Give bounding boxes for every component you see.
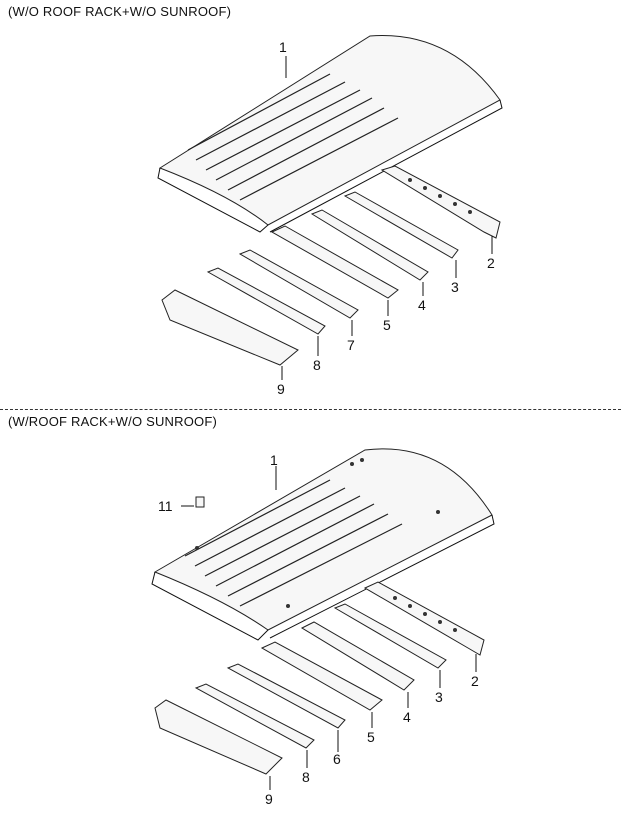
roof-bow-8-bottom <box>194 683 315 749</box>
section-divider <box>0 409 621 410</box>
callout-9-top: 9 <box>277 381 285 397</box>
roof-panel-bottom <box>151 448 495 641</box>
roof-bow-6-bottom <box>226 663 346 729</box>
callout-3-bottom: 3 <box>435 689 443 705</box>
roof-bow-8-top <box>206 267 326 335</box>
roof-header-9-bottom <box>154 699 283 775</box>
callout-6-bottom: 6 <box>333 751 341 767</box>
callout-7-top: 7 <box>347 337 355 353</box>
callout-1-bottom: 1 <box>270 452 278 468</box>
callout-5-bottom: 5 <box>367 729 375 745</box>
section-caption-bottom: (W/ROOF RACK+W/O SUNROOF) <box>8 414 218 429</box>
callout-2-top: 2 <box>487 255 495 271</box>
callout-3-top: 3 <box>451 279 459 295</box>
callout-2-bottom: 2 <box>471 673 479 689</box>
callout-8-top: 8 <box>313 357 321 373</box>
roof-bow-3-bottom <box>333 603 447 669</box>
roof-bow-2-bottom <box>363 581 485 656</box>
roof-bow-4-bottom <box>300 621 415 691</box>
callout-4-top: 4 <box>418 297 426 313</box>
callout-1-top: 1 <box>279 39 287 55</box>
roof-header-9-top <box>161 289 299 366</box>
roof-bow-2-top <box>380 165 501 239</box>
callout-8-bottom: 8 <box>302 769 310 785</box>
roof-bow-7-top <box>238 249 359 319</box>
roof-bow-5-top <box>270 225 399 299</box>
callout-4-bottom: 4 <box>403 709 411 725</box>
callout-5-top: 5 <box>383 317 391 333</box>
clip-11-bottom <box>195 496 205 508</box>
roof-panel-top <box>157 35 503 233</box>
callout-9-bottom: 9 <box>265 791 273 807</box>
roof-bow-4-top <box>310 209 429 281</box>
roof-bow-3-top <box>343 191 459 259</box>
roof-bow-5-bottom <box>260 641 383 711</box>
callout-11-bottom: 11 <box>158 498 173 514</box>
section-caption-top: (W/O ROOF RACK+W/O SUNROOF) <box>8 4 232 19</box>
